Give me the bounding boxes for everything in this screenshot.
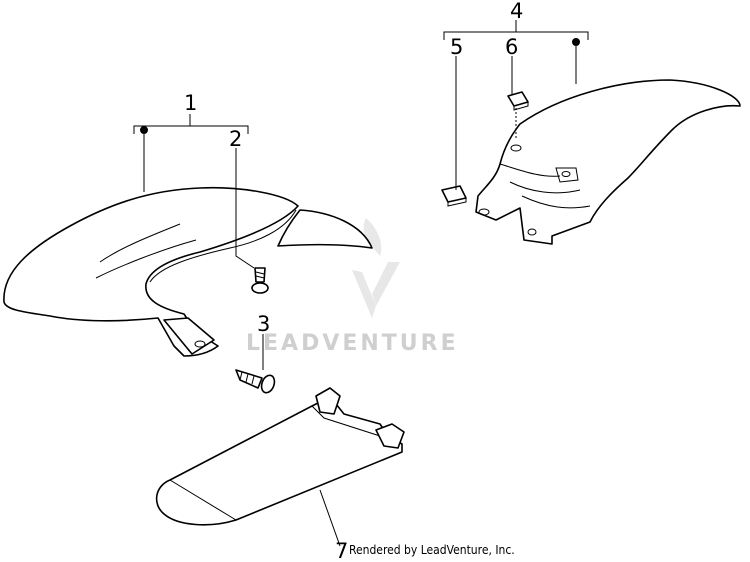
callout-4: 4 xyxy=(510,0,523,23)
callout-3: 3 xyxy=(257,312,270,336)
leader-lines xyxy=(133,20,589,547)
callout-5: 5 xyxy=(450,35,463,59)
watermark-text: LEADVENTURE xyxy=(246,331,459,356)
callout-7: 7 xyxy=(335,539,348,562)
rear-mudguard xyxy=(475,79,741,245)
callout-1: 1 xyxy=(184,91,197,115)
callout-6: 6 xyxy=(505,35,518,59)
under-tray-part-7 xyxy=(155,387,405,526)
nut-part-5 xyxy=(441,185,467,207)
bullet-dot xyxy=(140,126,148,134)
front-mudguard xyxy=(3,186,373,357)
leadventure-logo-icon xyxy=(352,218,400,318)
bullet-dot xyxy=(572,38,580,46)
nut-part-6 xyxy=(507,91,529,111)
screw-part-2 xyxy=(251,267,269,294)
credit-text: Rendered by LeadVenture, Inc. xyxy=(349,543,515,557)
watermark: LEADVENTURE xyxy=(246,218,459,356)
screw-part-3 xyxy=(235,369,276,394)
callout-2: 2 xyxy=(229,127,242,151)
